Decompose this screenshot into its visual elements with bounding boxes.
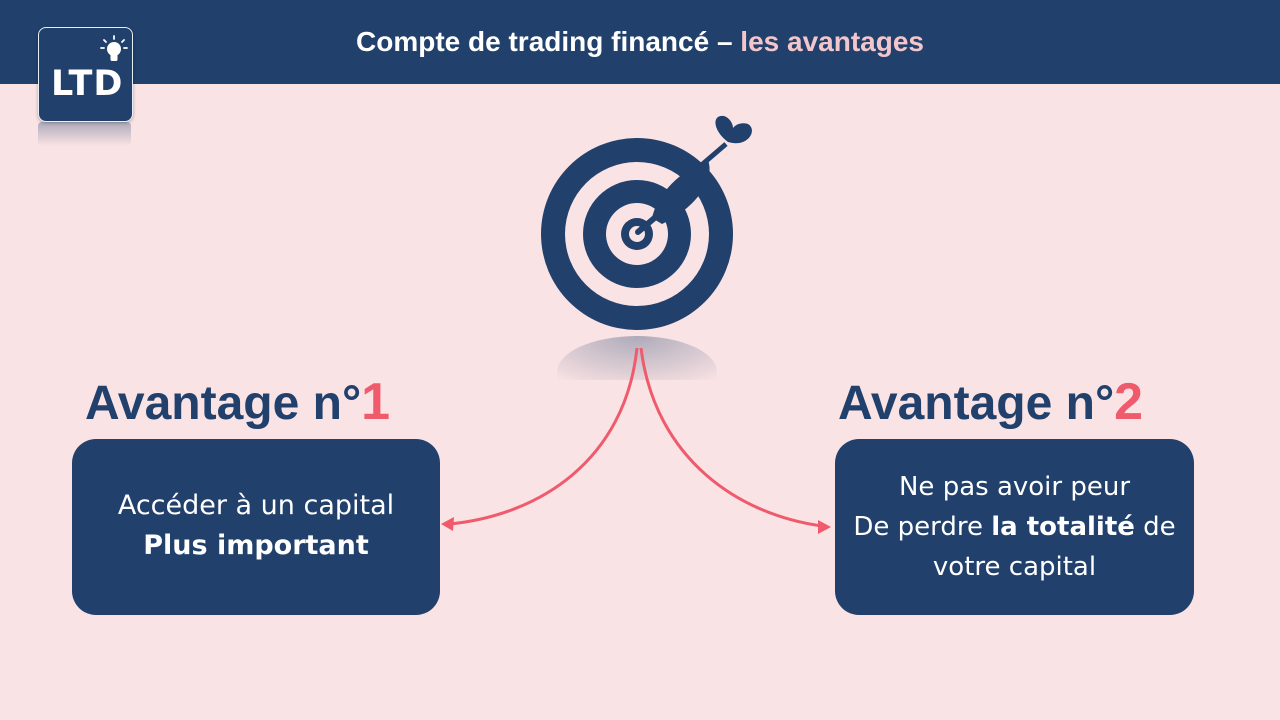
advantage-1-number: 1 (361, 373, 391, 431)
advantage-2-line-2-post: de (1134, 512, 1176, 542)
ltd-logo[interactable]: LTD (38, 27, 133, 122)
advantage-2-card: Ne pas avoir peur De perdre la totalité … (835, 439, 1194, 615)
title-accent: les avantages (740, 26, 924, 57)
header-bar (0, 0, 1280, 84)
advantage-1-heading: Avantage n°1 (85, 372, 390, 432)
advantage-2-line-1: Ne pas avoir peur (898, 472, 1131, 502)
advantage-2-line-2-bold: la totalité (991, 512, 1135, 542)
advantage-2-number: 2 (1114, 373, 1144, 431)
advantage-2-line-3: votre capital (932, 552, 1097, 582)
advantage-2-line-2: De perdre la totalité de (835, 507, 1194, 547)
advantage-2-heading: Avantage n°2 (838, 372, 1143, 432)
arrow-left (449, 347, 639, 526)
logo-reflection (38, 122, 131, 146)
advantage-1-label: Avantage n° (85, 377, 362, 430)
advantage-2-label: Avantage n° (838, 377, 1115, 430)
advantage-1-line-2: Plus important (143, 530, 369, 561)
target-dart-icon (541, 115, 752, 380)
title-main: Compte de trading financé – (356, 26, 741, 57)
advantage-1-line-1: Accéder à un capital (117, 490, 395, 521)
logo-text: LTD (51, 64, 124, 104)
advantage-2-line-2-pre: De perdre (853, 512, 992, 542)
page-title: Compte de trading financé – les avantage… (0, 26, 1280, 58)
lightbulb-icon (100, 35, 128, 61)
arrowhead-right (818, 520, 831, 534)
advantage-1-card: Accéder à un capital Plus important (72, 439, 440, 615)
arrowhead-left (441, 517, 454, 531)
arrow-right (639, 347, 823, 528)
